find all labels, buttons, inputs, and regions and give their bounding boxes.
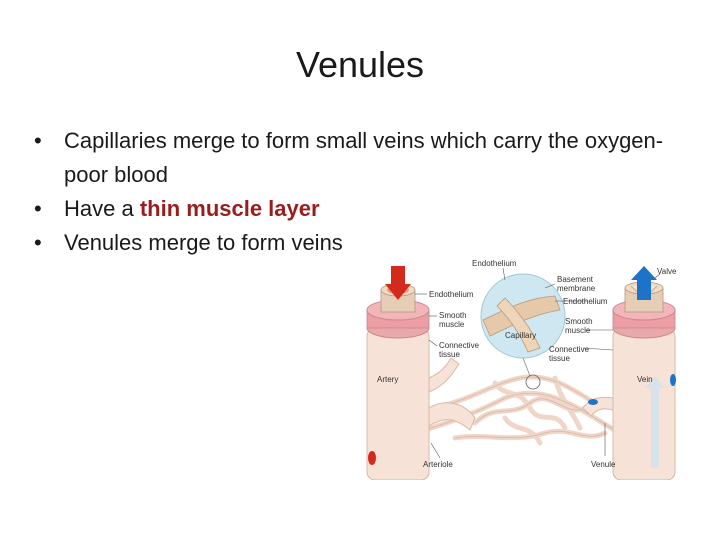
capillary-inset bbox=[480, 273, 566, 390]
slide-title: Venules bbox=[295, 44, 425, 85]
bullet-list: • Capillaries merge to form small veins … bbox=[30, 124, 670, 260]
bullet-glyph: • bbox=[34, 128, 42, 153]
bullet-text: Capillaries merge to form small veins wh… bbox=[64, 128, 664, 187]
artery-flow-arrow-icon bbox=[385, 266, 411, 300]
bullet-item: • Have a thin muscle layer bbox=[30, 192, 670, 226]
label-artery: Artery bbox=[377, 375, 398, 384]
bullet-text: Venules merge to form veins bbox=[64, 230, 343, 255]
label-endothelium-top: Endothelium bbox=[472, 259, 517, 268]
label-vein: Vein bbox=[637, 375, 653, 384]
vein-flow-arrow-icon bbox=[631, 266, 657, 300]
label-endothelium-right: Endothelium bbox=[563, 297, 608, 306]
bullet-text-pre: Have a bbox=[64, 196, 140, 221]
label-arteriole: Arteriole bbox=[423, 460, 453, 469]
label-valve: Valve bbox=[657, 267, 677, 276]
label-venule: Venule bbox=[591, 460, 616, 469]
bullet-glyph: • bbox=[34, 196, 42, 221]
label-capillary: Capillary bbox=[505, 331, 536, 340]
bullet-item: • Capillaries merge to form small veins … bbox=[30, 124, 670, 192]
bullet-highlight: thin muscle layer bbox=[139, 196, 320, 221]
leader-lines bbox=[415, 267, 661, 459]
label-endothelium-left: Endothelium bbox=[429, 290, 474, 299]
bullet-item: • Venules merge to form veins bbox=[30, 226, 670, 260]
bullet-glyph: • bbox=[34, 230, 42, 255]
vein-vessel bbox=[582, 266, 676, 480]
artery-vessel bbox=[366, 266, 476, 480]
